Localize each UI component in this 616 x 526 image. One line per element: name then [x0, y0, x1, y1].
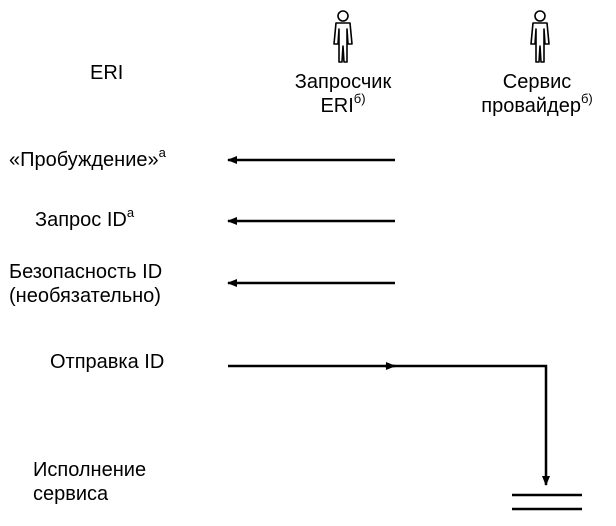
id-security-line2: (необязательно) [9, 285, 161, 307]
id-request-footnote: a [126, 205, 135, 220]
id-security-label: Безопасность ID (необязательно) [9, 260, 162, 308]
requester-label-line1: Запросчик [294, 71, 392, 93]
wakeup-text: «Пробуждение» [9, 149, 159, 171]
service-exec-line2: сервиса [33, 483, 109, 505]
service-connector-line [385, 364, 550, 486]
wakeup-footnote: а [158, 145, 166, 160]
id-request-label: Запрос IDa [35, 205, 135, 232]
service-exec-line1: Исполнение [33, 459, 147, 481]
service-exec-label: Исполнение сервиса [33, 458, 146, 506]
eri-label: ERI [90, 62, 124, 84]
wakeup-label: «Пробуждение»а [9, 145, 166, 172]
id-request-text: Запрос ID [35, 209, 127, 231]
provider-label-line2: провайдер [481, 95, 581, 117]
provider-person-icon [530, 10, 550, 63]
requester-footnote: б) [353, 91, 366, 106]
id-send-label: Отправка ID [50, 351, 165, 373]
provider-label-line1: Сервис [502, 71, 572, 93]
requester-label-line2: ERI [320, 95, 354, 117]
id-security-line1: Безопасность ID [9, 261, 163, 283]
provider-label: Сервис провайдерб) [462, 70, 612, 118]
requester-label: Запросчик ERIб) [273, 70, 413, 118]
requester-person-icon [333, 10, 353, 63]
provider-footnote: б) [580, 91, 593, 106]
